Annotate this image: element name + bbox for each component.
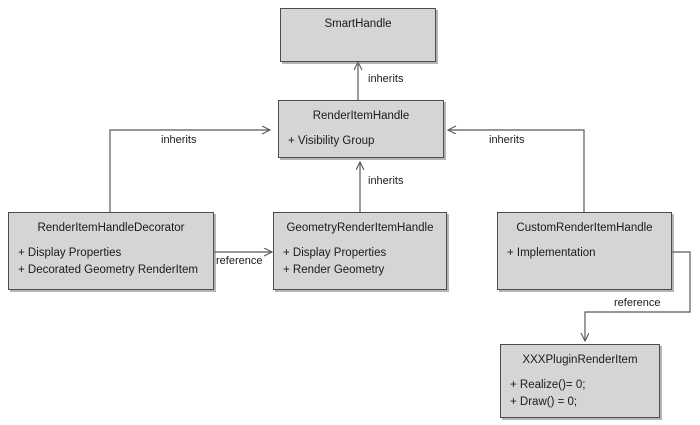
uml-node-title: CustomRenderItemHandle <box>516 222 653 234</box>
uml-attribute: + Draw() = 0; <box>510 396 578 408</box>
edge-label-reference-geometry: reference <box>216 255 263 267</box>
uml-node-attributes: + Display Properties + Render Geometry <box>274 245 446 279</box>
uml-node-geometry-render-item-handle[interactable]: GeometryRenderItemHandle + Display Prope… <box>273 212 447 290</box>
uml-node-title: RenderItemHandle <box>312 110 410 122</box>
uml-node-custom-render-item-handle[interactable]: CustomRenderItemHandle + Implementation <box>497 212 672 290</box>
uml-node-title: SmartHandle <box>324 18 392 30</box>
uml-node-title: GeometryRenderItemHandle <box>286 222 434 234</box>
uml-attribute: + Display Properties <box>18 247 122 259</box>
uml-node-render-item-handle-decorator[interactable]: RenderItemHandleDecorator + Display Prop… <box>8 212 214 290</box>
uml-node-smart-handle[interactable]: SmartHandle <box>280 8 436 62</box>
uml-node-title: RenderItemHandleDecorator <box>37 222 185 234</box>
uml-attribute: + Decorated Geometry RenderItem <box>18 264 198 276</box>
edge-label-reference-plugin: reference <box>614 297 661 309</box>
edge-label-inherits-smarthandle: inherits <box>368 73 404 85</box>
uml-attribute: + Visibility Group <box>288 135 375 147</box>
uml-node-attributes: + Realize()= 0; + Draw() = 0; <box>501 377 659 411</box>
uml-node-title: XXXPluginRenderItem <box>522 354 638 366</box>
uml-attribute: + Display Properties <box>283 247 387 259</box>
uml-node-render-item-handle[interactable]: RenderItemHandle + Visibility Group <box>278 100 444 158</box>
uml-attribute: + Realize()= 0; <box>510 379 586 391</box>
uml-node-xxx-plugin-render-item[interactable]: XXXPluginRenderItem + Realize()= 0; + Dr… <box>500 344 660 418</box>
uml-node-attributes: + Implementation <box>498 245 671 262</box>
uml-node-attributes: + Display Properties + Decorated Geometr… <box>9 245 213 279</box>
uml-attribute: + Implementation <box>507 247 596 259</box>
uml-node-attributes: + Visibility Group <box>279 133 443 150</box>
edge-label-inherits-decorator: inherits <box>161 134 197 146</box>
uml-attribute: + Render Geometry <box>283 264 385 276</box>
edge-label-inherits-geometry: inherits <box>368 175 404 187</box>
edge-label-inherits-custom: inherits <box>489 134 525 146</box>
